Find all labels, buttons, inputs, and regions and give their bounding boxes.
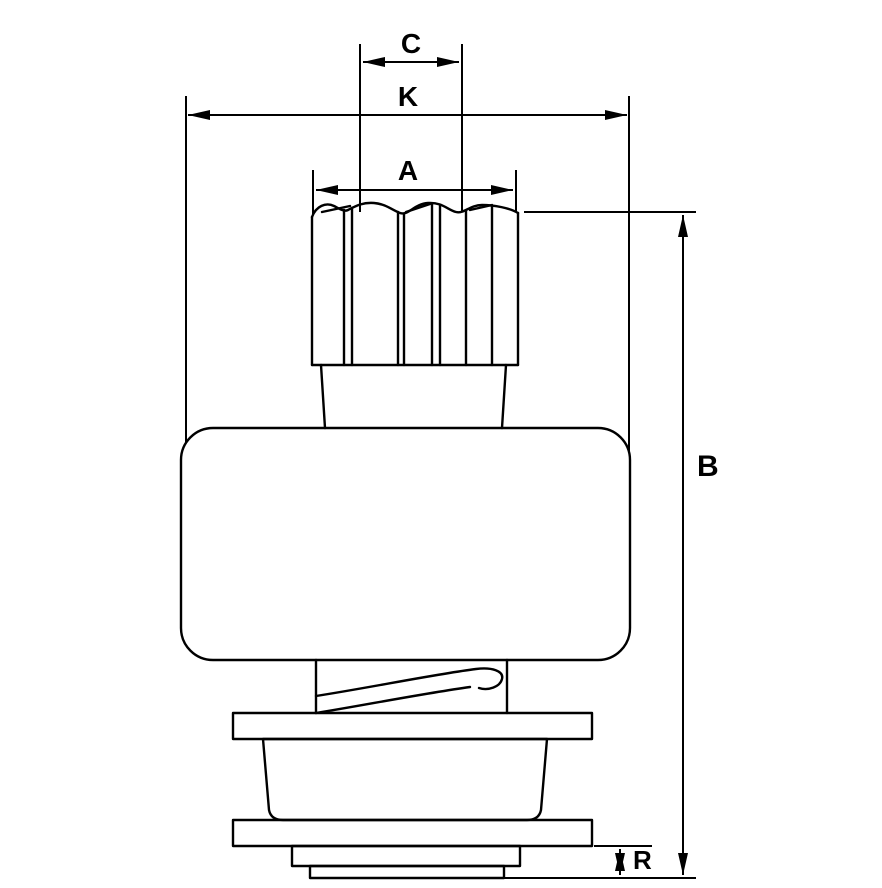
dim-k-label: K <box>398 81 418 112</box>
lower-flange-outline <box>231 818 594 848</box>
dim-b-label: B <box>697 450 719 483</box>
barrel <box>261 737 549 822</box>
dim-c-label: C <box>401 28 421 59</box>
dim-r-label: R <box>633 845 652 875</box>
hub-lower-lip <box>308 864 506 880</box>
neck-left-edge <box>319 363 327 430</box>
gear-tooth-cap <box>320 204 352 214</box>
spline-section <box>314 658 509 715</box>
barrel-outline <box>261 737 549 822</box>
upper-flange-outline <box>231 711 594 741</box>
hub-upper-step <box>290 844 522 868</box>
dim-a-label: A <box>398 155 418 186</box>
pinion-gear <box>310 201 520 367</box>
lower-flange <box>231 818 594 848</box>
spline-helix-upper <box>314 667 504 698</box>
dimension-a: A <box>312 155 517 214</box>
bottom-hub <box>290 844 522 880</box>
gear-neck <box>319 363 508 430</box>
gear-tooth-cap <box>404 202 432 214</box>
dimension-k: K <box>185 81 630 451</box>
dimension-c: C <box>359 28 463 212</box>
clutch-body-outline <box>179 426 632 662</box>
gear-tooth-cap <box>468 203 494 212</box>
clutch-body <box>179 426 632 662</box>
spline-helix-lower <box>314 685 472 715</box>
dimension-b: B <box>504 211 719 879</box>
dimension-r: R <box>594 845 652 875</box>
neck-right-edge <box>500 363 508 430</box>
upper-flange <box>231 711 594 741</box>
